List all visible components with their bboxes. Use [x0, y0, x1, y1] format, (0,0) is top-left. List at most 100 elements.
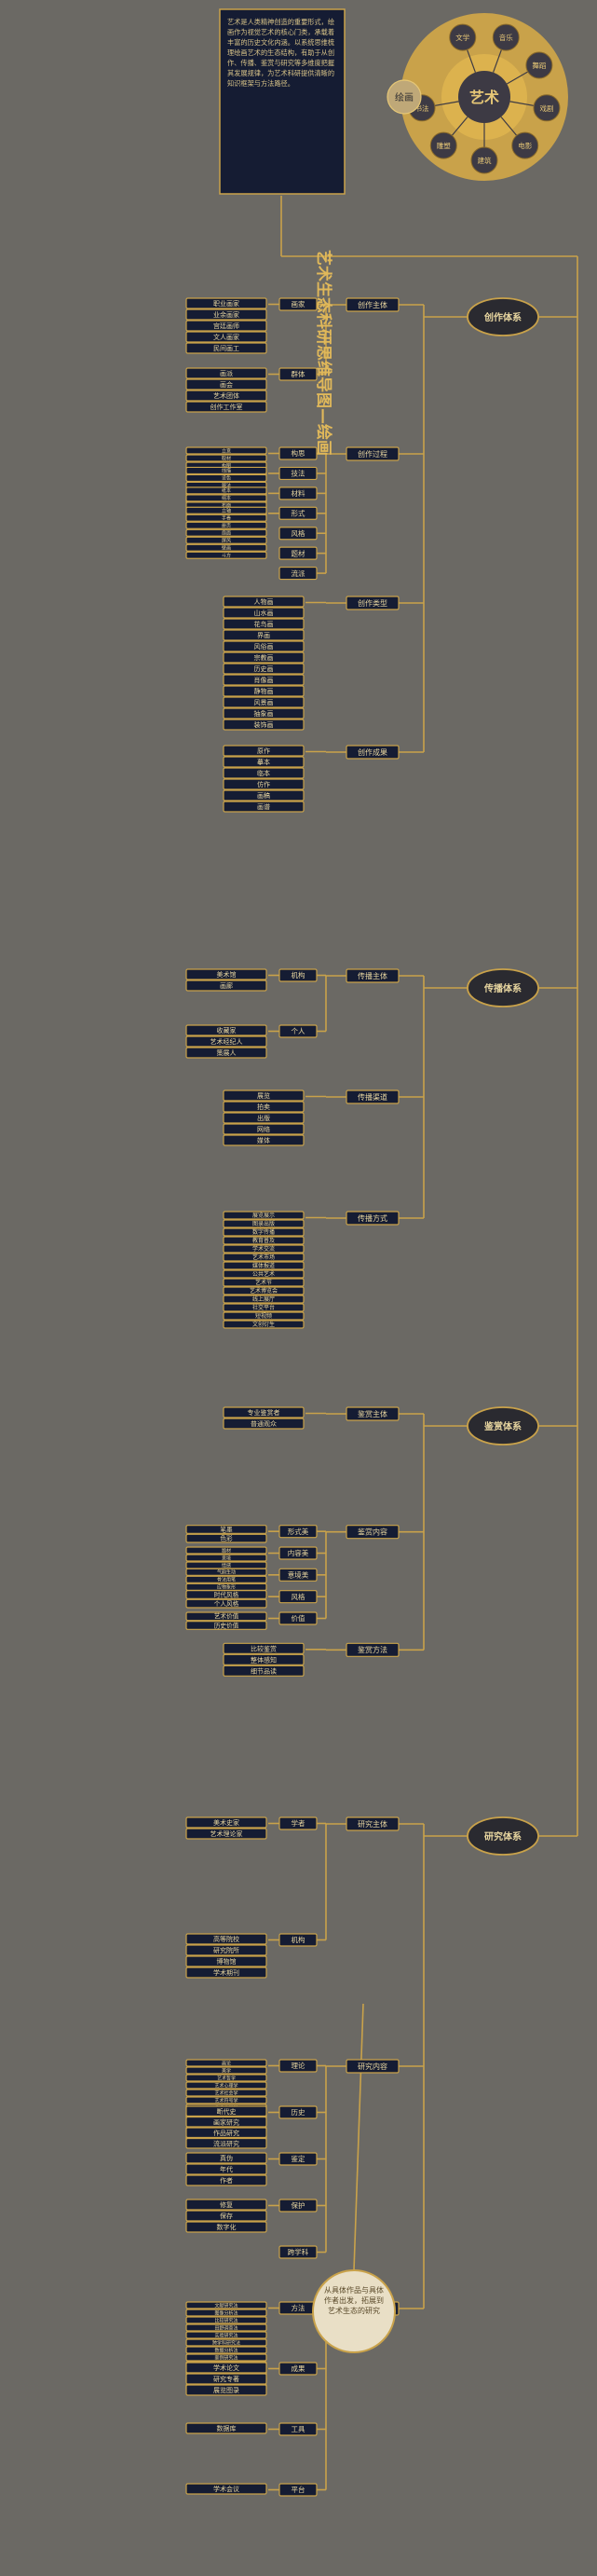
child-node[interactable]: 跨学科	[278, 2245, 318, 2259]
leaf-node[interactable]: 艺术符号学	[185, 2096, 267, 2104]
leaf-node[interactable]: 历史价值	[185, 1621, 267, 1630]
leaf-node[interactable]: 抽象画	[223, 707, 305, 719]
wheel-center[interactable]	[458, 71, 510, 123]
leaf-node[interactable]: 数据分析法	[185, 2346, 267, 2354]
sub-node[interactable]: 传播方式	[346, 1211, 400, 1226]
leaf-node[interactable]: 博物馆	[185, 1955, 267, 1967]
leaf-node[interactable]: 取材	[185, 454, 267, 462]
leaf-node[interactable]: 田野调查法	[185, 2323, 267, 2332]
leaf-node[interactable]: 展览图录	[185, 2384, 267, 2396]
leaf-node[interactable]: 收藏家	[185, 1024, 267, 1036]
child-node[interactable]: 群体	[278, 367, 318, 381]
sub-node[interactable]: 传播主体	[346, 968, 400, 983]
leaf-node[interactable]: 人物画	[223, 596, 305, 608]
leaf-node[interactable]: 纸本	[185, 486, 267, 495]
leaf-node[interactable]: 手卷	[185, 514, 267, 522]
sub-node[interactable]: 鉴赏内容	[346, 1525, 400, 1540]
leaf-node[interactable]: 宗教画	[223, 651, 305, 664]
leaf-node[interactable]: 艺术社会学	[185, 2089, 267, 2097]
leaf-node[interactable]: 图录出版	[223, 1219, 305, 1228]
leaf-node[interactable]: 肖像画	[223, 674, 305, 686]
leaf-node[interactable]: 社交平台	[223, 1303, 305, 1312]
leaf-node[interactable]: 画谱	[223, 801, 305, 813]
group-1[interactable]: 传播体系	[467, 968, 539, 1007]
leaf-node[interactable]: 整体感知	[223, 1653, 305, 1665]
leaf-node[interactable]: 山水画	[223, 607, 305, 619]
sub-node[interactable]: 创作类型	[346, 596, 400, 610]
child-node[interactable]: 形式	[278, 506, 318, 520]
leaf-node[interactable]: 教育普及	[223, 1236, 305, 1245]
leaf-node[interactable]: 文献研究法	[185, 2301, 267, 2309]
leaf-node[interactable]: 艺术博览会	[223, 1286, 305, 1295]
leaf-node[interactable]: 设色	[185, 473, 267, 483]
sub-node[interactable]: 创作主体	[346, 297, 400, 312]
leaf-node[interactable]: 作者	[185, 2174, 267, 2186]
group-2[interactable]: 鉴赏体系	[467, 1406, 539, 1446]
leaf-node[interactable]: 研究专著	[185, 2373, 267, 2385]
leaf-node[interactable]: 专业鉴赏者	[223, 1406, 305, 1418]
leaf-node[interactable]: 装饰画	[223, 719, 305, 731]
leaf-node[interactable]: 情感	[185, 1561, 267, 1569]
leaf-node[interactable]: 学术交流	[223, 1244, 305, 1254]
leaf-node[interactable]: 笔墨	[185, 1525, 267, 1534]
leaf-node[interactable]: 数字传播	[223, 1227, 305, 1237]
leaf-node[interactable]: 媒体	[223, 1134, 305, 1146]
child-node[interactable]: 风格	[278, 527, 318, 541]
leaf-node[interactable]: 立轴	[185, 506, 267, 514]
group-0[interactable]: 创作体系	[467, 297, 539, 336]
leaf-node[interactable]: 艺术经纪人	[185, 1035, 267, 1048]
leaf-node[interactable]: 艺术价值	[185, 1611, 267, 1622]
leaf-node[interactable]: 时代风格	[185, 1590, 267, 1599]
leaf-node[interactable]: 静物画	[223, 685, 305, 697]
leaf-node[interactable]: 画论	[185, 2059, 267, 2067]
leaf-node[interactable]: 骨法用笔	[185, 1575, 267, 1583]
leaf-node[interactable]: 画廊	[185, 980, 267, 992]
leaf-node[interactable]: 文创衍生	[223, 1320, 305, 1329]
leaf-node[interactable]: 业余画家	[185, 308, 267, 321]
leaf-node[interactable]: 画稿	[223, 789, 305, 802]
leaf-node[interactable]: 斗方	[185, 551, 267, 559]
leaf-node[interactable]: 花鸟画	[223, 618, 305, 630]
sub-node[interactable]: 研究主体	[346, 1816, 400, 1831]
child-node[interactable]: 工具	[278, 2422, 318, 2436]
child-node[interactable]: 材料	[278, 486, 318, 500]
leaf-node[interactable]: 宫廷画师	[185, 320, 267, 332]
child-node[interactable]: 机构	[278, 968, 318, 982]
leaf-node[interactable]: 立意	[185, 446, 267, 455]
sub-node[interactable]: 鉴赏主体	[346, 1406, 400, 1421]
leaf-node[interactable]: 线上展厅	[223, 1295, 305, 1304]
leaf-node[interactable]: 气韵生动	[185, 1568, 267, 1576]
child-node[interactable]: 流派	[278, 566, 318, 581]
leaf-node[interactable]: 屏风	[185, 536, 267, 544]
leaf-node[interactable]: 学术期刊	[185, 1966, 267, 1979]
leaf-node[interactable]: 展览	[223, 1089, 305, 1102]
child-node[interactable]: 技法	[278, 466, 318, 481]
child-node[interactable]: 保护	[278, 2199, 318, 2213]
petal-active[interactable]: 绘画	[387, 79, 422, 115]
leaf-node[interactable]: 应物象形	[185, 1583, 267, 1591]
leaf-node[interactable]: 风景画	[223, 696, 305, 708]
leaf-node[interactable]: 风俗画	[223, 640, 305, 652]
child-node[interactable]: 成果	[278, 2362, 318, 2376]
leaf-node[interactable]: 艺术心理学	[185, 2081, 267, 2090]
child-node[interactable]: 机构	[278, 1933, 318, 1947]
leaf-node[interactable]: 普通观众	[223, 1418, 305, 1430]
leaf-node[interactable]: 界画	[223, 629, 305, 641]
leaf-node[interactable]: 细节品读	[223, 1665, 305, 1677]
child-node[interactable]: 形式美	[278, 1525, 318, 1539]
sub-node[interactable]: 创作成果	[346, 745, 400, 760]
leaf-node[interactable]: 公共艺术	[223, 1269, 305, 1279]
leaf-node[interactable]: 保存	[185, 2210, 267, 2222]
child-node[interactable]: 平台	[278, 2483, 318, 2497]
leaf-node[interactable]: 年代	[185, 2163, 267, 2175]
petal-3[interactable]: 戏剧	[533, 94, 561, 122]
petal-1[interactable]: 音乐	[492, 23, 520, 51]
child-node[interactable]: 价值	[278, 1611, 318, 1625]
leaf-node[interactable]: 美学	[185, 2066, 267, 2075]
petal-4[interactable]: 电影	[511, 131, 539, 159]
leaf-node[interactable]: 画派	[185, 367, 267, 379]
leaf-node[interactable]: 拍卖	[223, 1101, 305, 1113]
sub-node[interactable]: 鉴赏方法	[346, 1642, 400, 1657]
child-node[interactable]: 构思	[278, 446, 318, 460]
leaf-node[interactable]: 学术会议	[185, 2483, 267, 2495]
